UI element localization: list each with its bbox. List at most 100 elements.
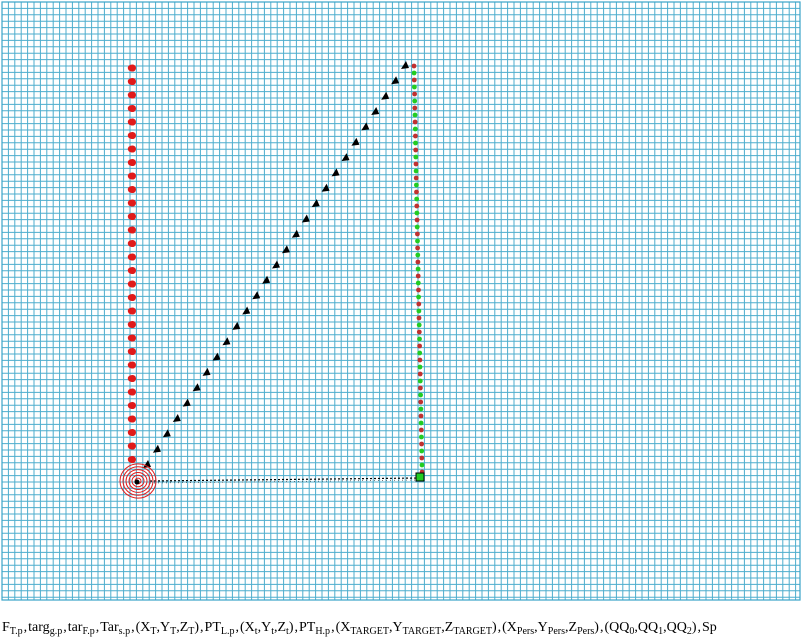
green-dot <box>417 350 423 356</box>
green-dot <box>418 420 424 426</box>
caption-separator: , <box>294 620 298 635</box>
red-dot <box>127 442 135 450</box>
green-dot <box>415 245 420 251</box>
green-dot <box>413 147 419 153</box>
black-arrow <box>262 275 271 284</box>
caption-separator: , <box>331 620 335 635</box>
green-dot <box>419 441 424 447</box>
black-arrow <box>162 429 171 438</box>
green-dot <box>412 98 418 104</box>
green-dot <box>418 399 424 405</box>
red-dot <box>127 199 135 207</box>
green-dot <box>412 126 418 132</box>
caption-term: (Xt,Yt,Zt) <box>240 620 294 637</box>
black-arrow <box>242 306 251 315</box>
red-dot <box>127 105 135 112</box>
black-arrow <box>152 444 161 453</box>
green-dot <box>418 392 423 398</box>
green-dot <box>419 434 424 440</box>
caption-term: Sp <box>702 620 717 635</box>
caption-separator: , <box>23 620 28 635</box>
horizontal-dots <box>149 477 421 482</box>
green-dot <box>415 259 421 265</box>
red-dot <box>127 415 135 423</box>
green-dot <box>418 406 424 412</box>
caption-separator: , <box>131 620 135 635</box>
formula-caption: FT.p,targg.p,tarF.p,Tars.p,(XT,YT,ZT),PT… <box>2 614 802 641</box>
green-dot <box>416 329 422 335</box>
caption-term: (XTARGET,YTARGET,ZTARGET) <box>335 620 497 637</box>
green-dot <box>416 315 422 321</box>
red-dot <box>127 159 135 166</box>
red-dot <box>127 334 135 342</box>
black-arrow <box>331 168 340 177</box>
black-arrow <box>381 91 390 100</box>
green-dot <box>415 280 421 286</box>
caption-separator: , <box>497 620 502 635</box>
black-arrow <box>272 260 280 269</box>
grid-border <box>1 1 801 601</box>
caption-separator: , <box>235 620 240 635</box>
black-arrow <box>172 414 181 422</box>
red-dot <box>127 294 135 301</box>
red-dot <box>127 375 135 382</box>
black-arrow <box>222 337 231 346</box>
green-dot <box>414 196 420 202</box>
black-arrow <box>351 137 360 146</box>
green-dot <box>416 308 422 314</box>
red-dot <box>127 226 135 234</box>
red-dot <box>127 307 135 315</box>
green-dot <box>414 217 420 223</box>
green-dot <box>415 238 420 244</box>
red-dot <box>127 172 135 180</box>
green-dot <box>412 119 418 125</box>
green-dot <box>416 322 422 328</box>
red-dot <box>127 456 135 463</box>
red-circle <box>119 463 157 499</box>
red-dot <box>127 64 135 72</box>
red-dot <box>127 321 135 328</box>
green-dot <box>417 336 422 342</box>
red-dot <box>127 213 135 220</box>
black-arrow <box>361 122 370 131</box>
green-dot <box>413 175 419 181</box>
green-dot <box>419 455 425 461</box>
red-dot <box>127 388 135 396</box>
red-dot <box>127 132 135 139</box>
black-arrow <box>232 321 241 330</box>
green-dot <box>415 266 421 272</box>
red-dot <box>127 280 135 288</box>
caption-term: targg.p <box>28 620 63 637</box>
green-dot <box>413 133 418 139</box>
black-arrow <box>301 214 310 223</box>
green-dot <box>419 462 425 468</box>
green-dot <box>414 203 420 209</box>
black-arrow <box>143 460 151 468</box>
caption-term: PTL.p <box>204 620 235 637</box>
black-arrow <box>291 229 300 238</box>
green-dot <box>417 343 422 349</box>
green-dot <box>418 427 424 433</box>
green-dot <box>412 112 418 118</box>
green-dot <box>416 301 422 307</box>
green-dot <box>413 161 419 167</box>
black-arrow <box>371 107 380 115</box>
red-dot <box>127 267 135 274</box>
red-vertical-dotted-trace <box>127 64 136 464</box>
caption-separator: , <box>697 620 702 635</box>
green-dot <box>415 231 420 237</box>
grid-mesh <box>1 1 801 601</box>
green-dot <box>414 189 419 195</box>
green-dot <box>417 371 423 377</box>
red-target-circles <box>119 463 157 499</box>
red-circle <box>128 471 148 491</box>
black-arrow <box>321 183 330 192</box>
red-dot <box>127 402 135 409</box>
red-circle <box>125 469 151 493</box>
black-arrow <box>202 367 211 376</box>
black-arrow <box>401 61 409 69</box>
corner-square <box>415 472 425 482</box>
green-dot <box>412 84 417 90</box>
caption-term: Tars.p <box>100 620 131 637</box>
